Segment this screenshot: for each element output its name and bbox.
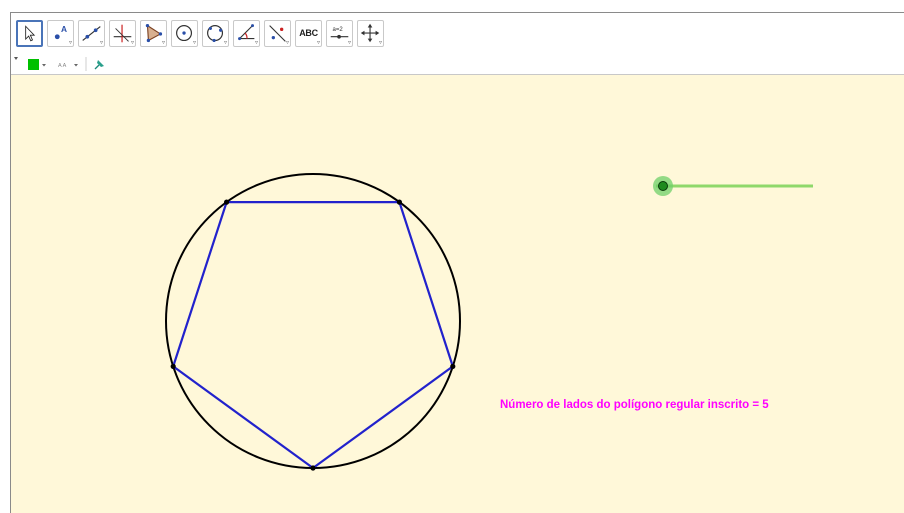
text-tool-icon: ABC xyxy=(299,28,318,38)
slider-handle[interactable] xyxy=(658,181,668,191)
polygon-tool-button[interactable]: ▿ xyxy=(140,20,167,47)
circle-three-points-tool-button[interactable]: ▿ xyxy=(202,20,229,47)
polygon-tool-icon xyxy=(145,23,163,43)
polygon-vertex-2[interactable] xyxy=(170,363,176,369)
slider[interactable] xyxy=(653,176,813,196)
text-tool-button[interactable]: ABC ▿ xyxy=(295,20,322,47)
point-tool-button[interactable]: A ▿ xyxy=(47,20,74,47)
line-tool-icon xyxy=(82,26,101,41)
circle-center-point-tool-icon xyxy=(176,25,193,42)
polygon-vertex-3[interactable] xyxy=(224,199,230,205)
polygon-vertex-5[interactable] xyxy=(450,363,456,369)
perpendicular-line-tool-button[interactable]: ▿ xyxy=(109,20,136,47)
move-tool-icon xyxy=(25,25,36,42)
pin-icon[interactable] xyxy=(94,60,104,70)
move-graphics-view-tool-button[interactable]: ▿ xyxy=(357,20,384,47)
slider-tool-icon: a=2 xyxy=(330,27,349,39)
stylebar-toggle-icon[interactable] xyxy=(14,57,18,60)
toolbar: A ▿ ▿ ▿ xyxy=(11,13,904,54)
inscribed-regular-polygon[interactable] xyxy=(172,200,454,470)
text-size-button[interactable]: A A xyxy=(58,63,78,69)
angle-tool-icon xyxy=(238,24,255,41)
move-tool-button[interactable] xyxy=(16,20,43,47)
polygon-vertex-4[interactable] xyxy=(396,199,402,205)
text-size-icon: A A xyxy=(58,63,67,69)
line-tool-button[interactable]: ▿ xyxy=(78,20,105,47)
circumscribed-circle[interactable] xyxy=(165,173,461,469)
polygon-sides-text[interactable]: Número de lados do polígono regular insc… xyxy=(500,399,769,411)
circle-center-point-tool-button[interactable]: ▿ xyxy=(171,20,198,47)
style-bar: A A xyxy=(11,54,904,75)
svg-text:a=2: a=2 xyxy=(333,27,344,33)
angle-tool-button[interactable]: ▿ xyxy=(233,20,260,47)
slider-tool-button[interactable]: a=2 ▿ xyxy=(326,20,353,47)
circle-three-points-tool-icon xyxy=(207,25,224,43)
graphics-view[interactable]: Número de lados do polígono regular insc… xyxy=(11,75,904,513)
move-graphics-view-tool-icon xyxy=(360,23,380,43)
color-picker-button[interactable] xyxy=(28,59,46,70)
perpendicular-line-tool-icon xyxy=(113,24,132,43)
svg-text:A: A xyxy=(61,24,67,34)
point-tool-icon: A xyxy=(54,24,67,40)
polygon-vertex-1[interactable] xyxy=(310,465,316,471)
reflect-tool-icon xyxy=(269,25,286,42)
reflect-tool-button[interactable]: ▿ xyxy=(264,20,291,47)
geogebra-window: A ▿ ▿ ▿ xyxy=(10,12,904,513)
